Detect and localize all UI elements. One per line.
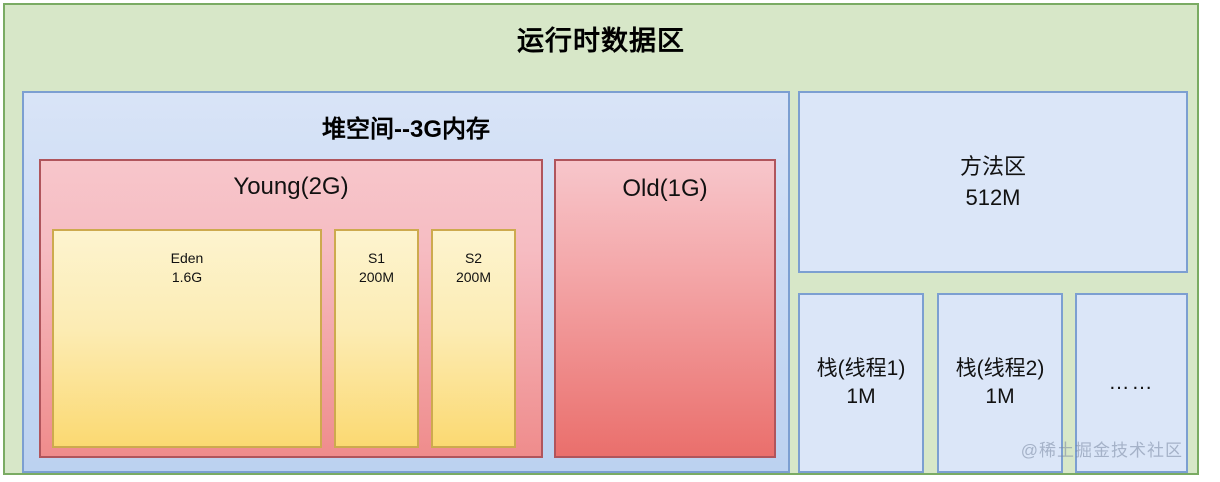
- thread-stack-2-label: 栈(线程2) 1M: [956, 355, 1045, 411]
- thread-stack-1-size: 1M: [846, 385, 876, 408]
- thread-stack-2-name: 栈(线程2): [955, 357, 1045, 380]
- thread-stack-1-box: 栈(线程1) 1M: [798, 293, 924, 473]
- thread-stack-more-label: ……: [1108, 371, 1155, 394]
- s2-space-label: S2 200M: [433, 249, 514, 287]
- old-generation-box: Old(1G): [554, 159, 776, 458]
- eden-space-size: 1.6G: [171, 269, 203, 285]
- thread-stack-1-label: 栈(线程1) 1M: [817, 355, 906, 411]
- thread-stack-more-box: ……: [1075, 293, 1188, 473]
- s2-space-size: 200M: [455, 269, 492, 285]
- eden-space-box: Eden 1.6G: [52, 229, 322, 448]
- eden-space-name: Eden: [170, 250, 204, 266]
- heap-space-box: 堆空间--3G内存 Young(2G) Eden 1.6G S1 200M: [22, 91, 790, 473]
- runtime-data-area-title: 运行时数据区: [517, 26, 685, 56]
- s1-space-size: 200M: [358, 269, 395, 285]
- method-area-box: 方法区 512M: [798, 91, 1188, 273]
- s1-space-label: S1 200M: [336, 249, 417, 287]
- method-area-name: 方法区: [959, 154, 1026, 179]
- s1-space-box: S1 200M: [334, 229, 419, 448]
- young-generation-box: Young(2G) Eden 1.6G S1 200M S2: [39, 159, 543, 458]
- thread-stack-2-size: 1M: [985, 385, 1015, 408]
- method-area-label: 方法区 512M: [960, 151, 1026, 213]
- s2-space-name: S2: [464, 250, 483, 266]
- thread-stack-1-name: 栈(线程1): [816, 357, 906, 380]
- heap-space-title: 堆空间--3G内存: [322, 116, 490, 143]
- young-generation-title: Young(2G): [233, 173, 349, 200]
- s1-space-name: S1: [367, 250, 386, 266]
- runtime-data-area: 运行时数据区 堆空间--3G内存 Young(2G) Eden 1.6G S1 …: [3, 3, 1199, 475]
- method-area-size: 512M: [965, 185, 1021, 210]
- old-generation-title: Old(1G): [622, 175, 708, 202]
- eden-space-label: Eden 1.6G: [54, 249, 320, 287]
- s2-space-box: S2 200M: [431, 229, 516, 448]
- thread-stack-2-box: 栈(线程2) 1M: [937, 293, 1063, 473]
